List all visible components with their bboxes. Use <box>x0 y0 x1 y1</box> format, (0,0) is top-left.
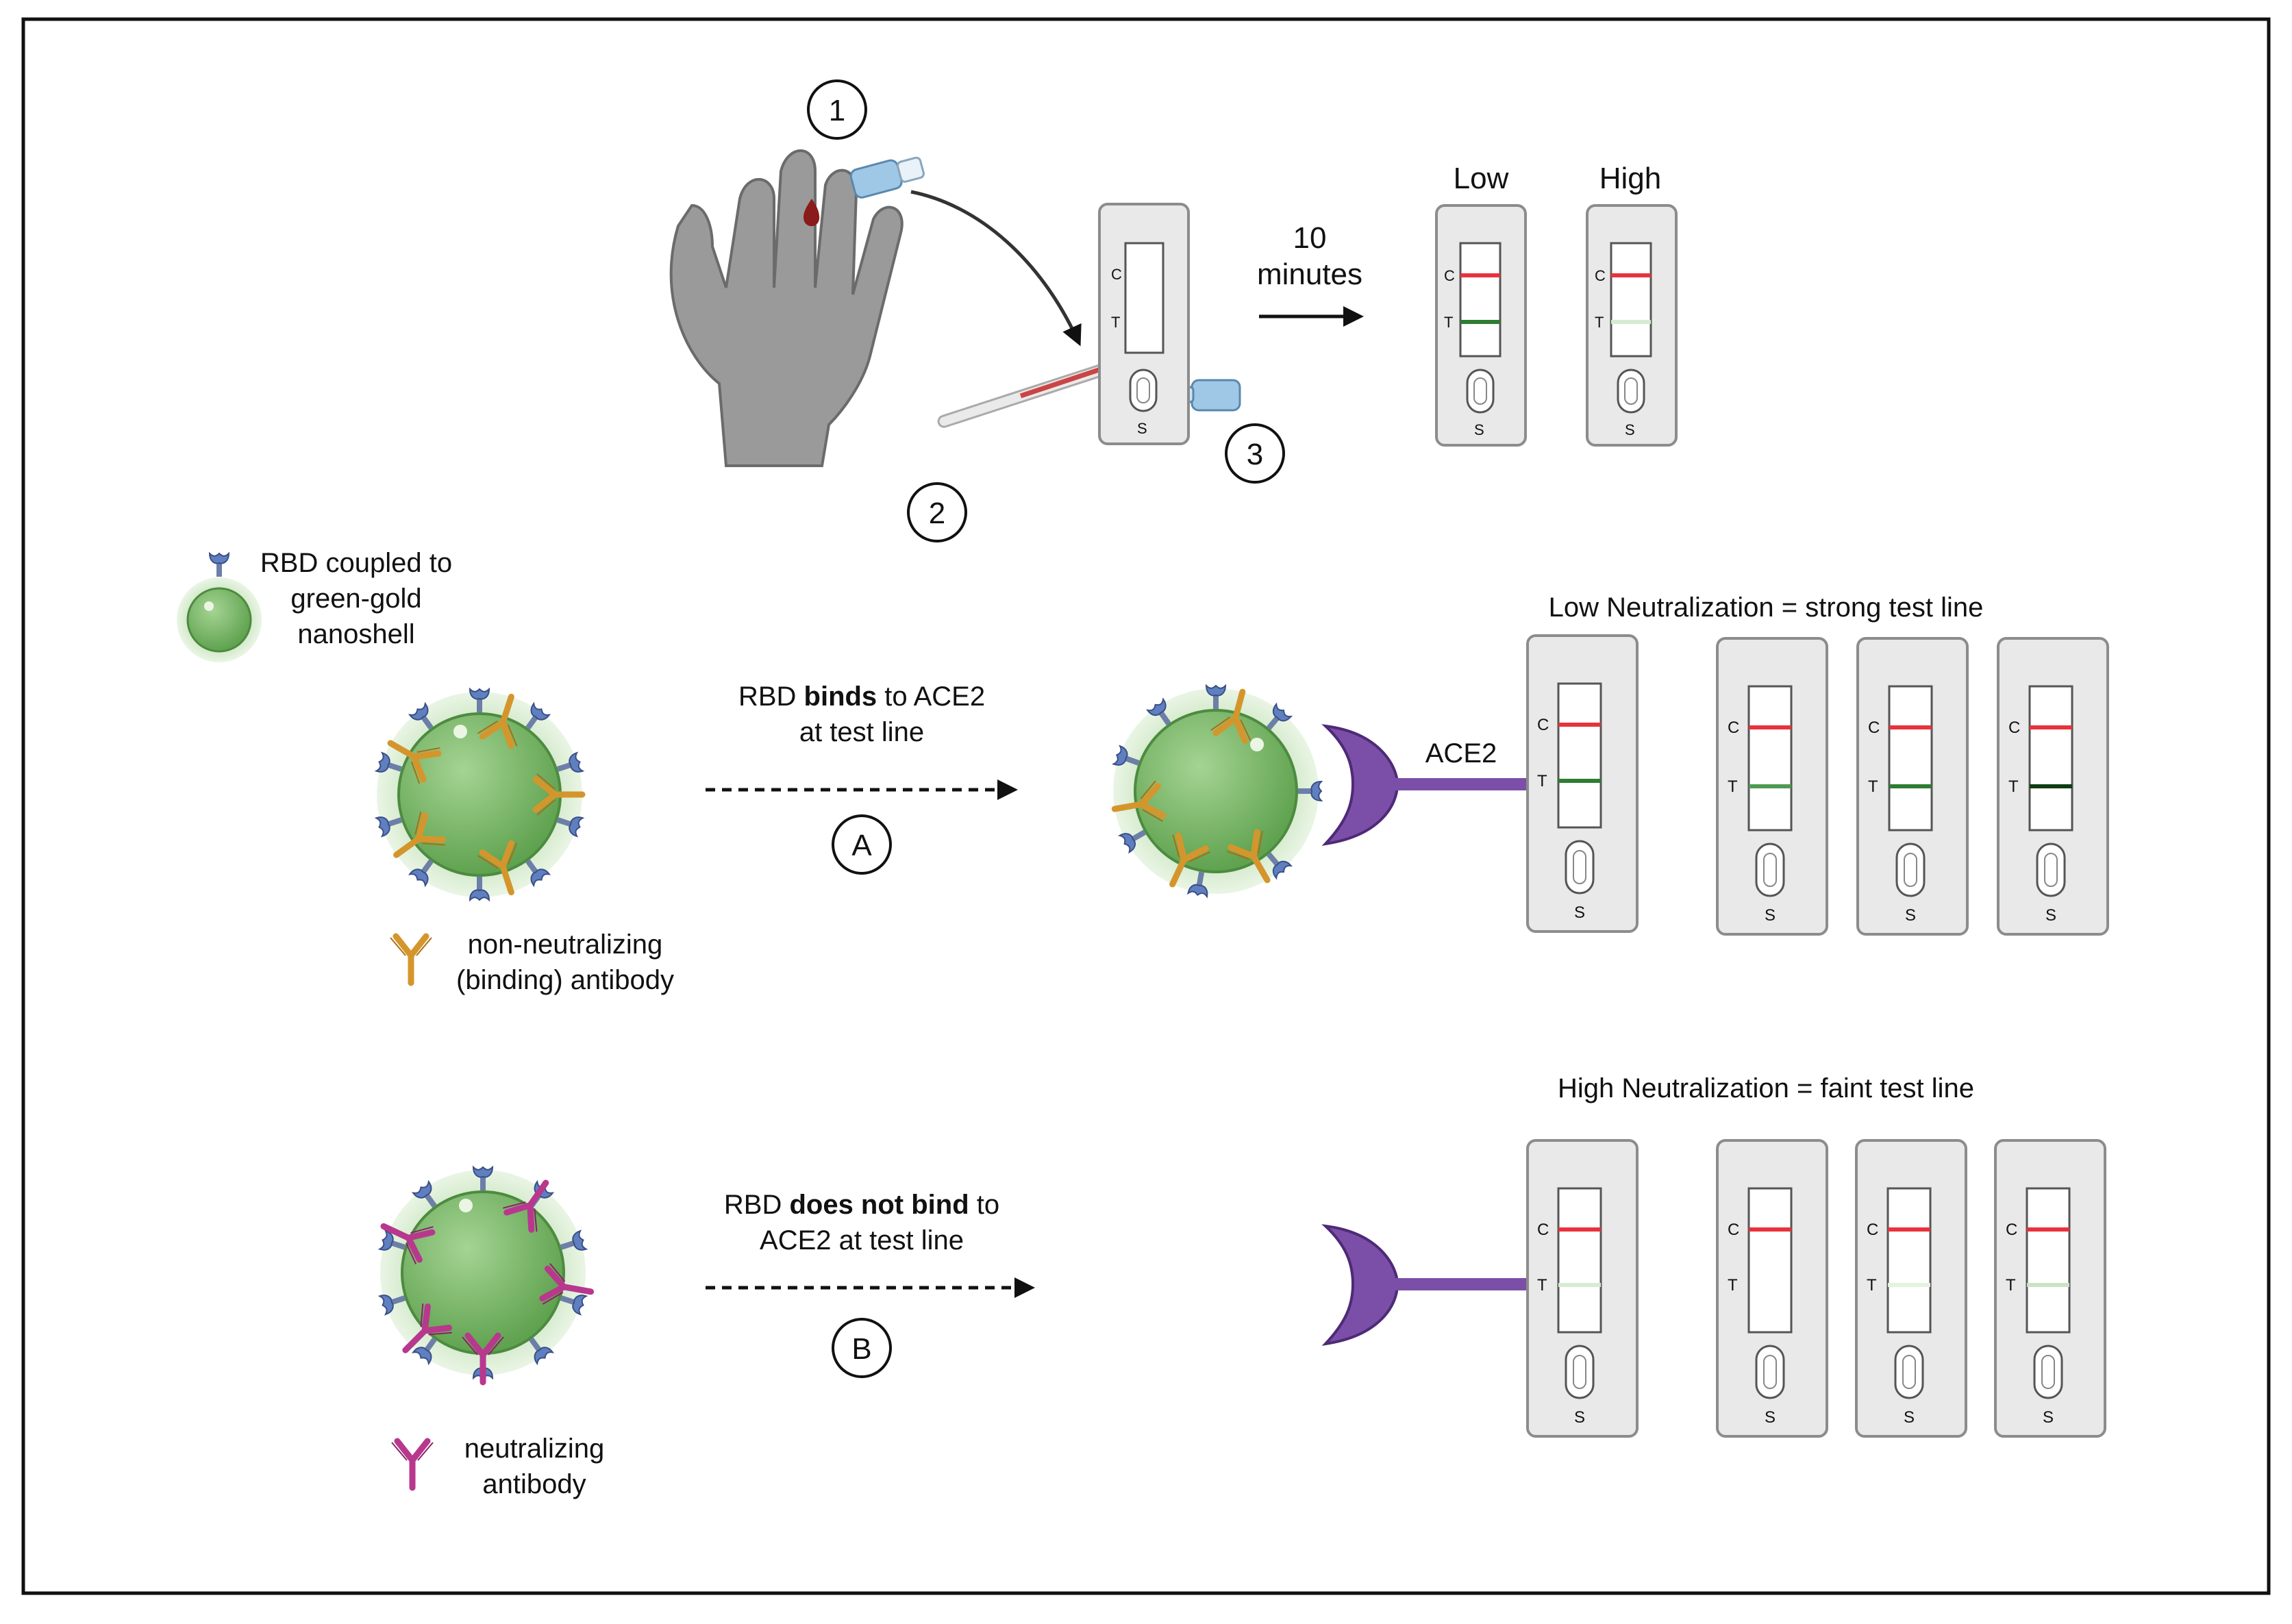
svg-text:S: S <box>1765 906 1776 925</box>
svg-text:S: S <box>2043 1408 2054 1427</box>
pathway-a-cassette-4: C T S <box>1997 637 2109 936</box>
step-marker-2: 2 <box>907 482 967 542</box>
legend-rbd-line3: nanoshell <box>297 619 414 649</box>
incubation-time: 10 minutes <box>1257 221 1364 327</box>
cassette-t-label: T <box>1111 314 1120 331</box>
svg-text:C: C <box>1595 267 1606 284</box>
legend-nonneut-line1: non-neutralizing <box>468 929 663 960</box>
pathway-b-caption: RBD does not bind to ACE2 at test line B <box>706 1190 1035 1378</box>
pathway-b-marker <box>832 1318 892 1378</box>
svg-text:S: S <box>1905 906 1916 925</box>
svg-text:C: C <box>1728 1221 1739 1239</box>
pathway-b-cassette-4: C T S <box>1994 1139 2106 1438</box>
legend-nanoshell: RBD coupled to green-gold nanoshell <box>177 548 452 662</box>
legend-binding-antibody: non-neutralizing (binding) antibody <box>390 929 674 995</box>
result-cassette-low: C T S <box>1435 204 1527 447</box>
pathway-a-cassette-2: C T S <box>1716 637 1828 936</box>
svg-text:3: 3 <box>1247 438 1263 471</box>
svg-text:ACE2 at test line: ACE2 at test line <box>760 1225 964 1256</box>
svg-text:A: A <box>851 829 872 862</box>
result-cassette-high: C T S <box>1586 204 1678 447</box>
rbd-icon <box>209 553 229 577</box>
svg-text:C: C <box>1728 719 1739 737</box>
svg-text:B: B <box>851 1332 871 1366</box>
time-unit: minutes <box>1257 258 1362 291</box>
pathway-a-cassette-3: C T S <box>1856 637 1969 936</box>
pathway-a-cassette-1: C T S <box>1526 634 1639 933</box>
step-marker-1: 1 <box>807 79 867 140</box>
svg-text:S: S <box>1474 421 1484 438</box>
svg-text:S: S <box>1625 421 1635 438</box>
binding-antibody-icon <box>390 936 432 983</box>
svg-text:T: T <box>2006 1276 2016 1295</box>
legend-neutralizing-antibody: neutralizing antibody <box>392 1434 604 1499</box>
result-high-label: High <box>1599 162 1662 195</box>
time-value: 10 <box>1293 221 1327 255</box>
svg-text:T: T <box>1728 1276 1738 1295</box>
transfer-arrow <box>910 190 1082 347</box>
pathway-b-title: High Neutralization = faint test line <box>1558 1073 1974 1103</box>
svg-text:T: T <box>2008 777 2019 796</box>
svg-text:C: C <box>1867 1221 1878 1239</box>
svg-text:T: T <box>1728 777 1738 796</box>
ace2-receptor-b <box>1321 1224 1528 1346</box>
svg-text:1: 1 <box>829 94 845 127</box>
legend-rbd-line1: RBD coupled to <box>260 548 452 578</box>
result-low-label: Low <box>1454 162 1509 195</box>
svg-text:T: T <box>1537 1276 1547 1295</box>
svg-text:S: S <box>1765 1408 1776 1427</box>
svg-text:C: C <box>1537 716 1549 734</box>
ace2-icon <box>1321 1224 1399 1346</box>
svg-text:T: T <box>1444 314 1453 331</box>
svg-text:T: T <box>1868 777 1878 796</box>
nanoshell-with-binding-antibodies <box>375 689 583 900</box>
cassette-c-label: C <box>1111 266 1122 283</box>
svg-text:S: S <box>1574 1408 1585 1427</box>
svg-text:T: T <box>1595 314 1604 331</box>
svg-text:T: T <box>1537 772 1547 790</box>
pathway-b-cassette-1: C T S <box>1526 1139 1639 1438</box>
svg-text:RBD binds to ACE2: RBD binds to ACE2 <box>738 682 985 712</box>
svg-text:RBD does not bind to: RBD does not bind to <box>724 1190 999 1220</box>
cassette-s-label: S <box>1137 420 1147 437</box>
bound-nanoshell-complex <box>1111 686 1322 898</box>
svg-text:C: C <box>2008 719 2020 737</box>
ace2-icon <box>1321 724 1399 846</box>
svg-text:T: T <box>1867 1276 1877 1295</box>
neutralizing-antibody-icon <box>392 1441 433 1488</box>
legend-nonneut-line2: (binding) antibody <box>456 965 674 995</box>
sample-cassette: C T S <box>1098 203 1190 445</box>
legend-neut-line2: antibody <box>482 1469 586 1499</box>
figure-frame <box>21 17 2271 1595</box>
ace2-receptor-a: ACE2 <box>1321 724 1528 846</box>
svg-text:S: S <box>1574 903 1585 922</box>
svg-text:C: C <box>1868 719 1880 737</box>
step-marker-3: 3 <box>1225 423 1285 484</box>
pathway-a-title: Low Neutralization = strong test line <box>1549 592 1984 623</box>
svg-text:C: C <box>1537 1221 1549 1239</box>
svg-text:2: 2 <box>929 497 945 530</box>
blood-drop-icon <box>804 199 820 227</box>
svg-text:C: C <box>2006 1221 2017 1239</box>
pathway-b-cassette-2: C T S <box>1716 1139 1828 1438</box>
legend-rbd-line2: green-gold <box>290 584 421 614</box>
hand-illustration <box>669 149 904 467</box>
dropper-bottle-icon <box>849 156 925 199</box>
pathway-b-cassette-3: C T S <box>1855 1139 1967 1438</box>
svg-text:S: S <box>2045 906 2056 925</box>
legend-neut-line1: neutralizing <box>464 1434 605 1464</box>
pathway-a-marker <box>832 814 892 875</box>
pathway-a-caption: RBD binds to ACE2 at test line A <box>706 682 1018 875</box>
svg-text:S: S <box>1904 1408 1915 1427</box>
svg-text:at test line: at test line <box>799 717 924 747</box>
svg-text:C: C <box>1444 267 1455 284</box>
ace2-label: ACE2 <box>1425 738 1497 769</box>
nanoshell-with-neutralizing-antibodies <box>375 1166 594 1382</box>
